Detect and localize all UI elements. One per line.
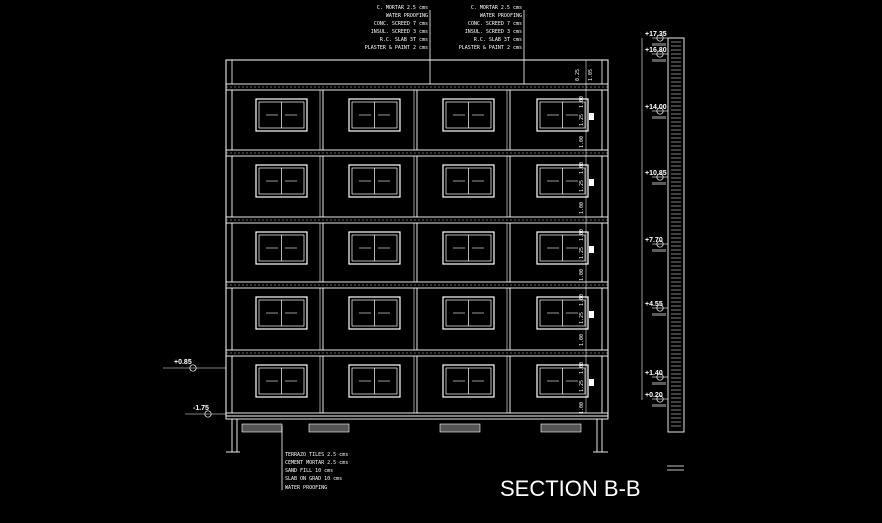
building-structure	[163, 34, 685, 471]
window-frame	[348, 164, 401, 198]
window-frame	[536, 164, 589, 198]
window-frame	[442, 164, 495, 198]
window-frame	[536, 98, 589, 132]
dim-label: 1.00	[579, 202, 585, 214]
window-frame	[348, 231, 401, 265]
level-marker: +4.55	[645, 301, 663, 308]
dim-label: 1.00	[579, 334, 585, 346]
roof-note-right-3: CONC. SCREED 7 cms	[468, 21, 522, 27]
roof-note-left-1: C. MORTAR 2.5 cms	[377, 5, 428, 11]
foundation-pad	[241, 423, 283, 433]
level-hatch	[652, 404, 666, 407]
window-frame	[536, 231, 589, 265]
roof-notes-left: C. MORTAR 2.5 cms WATER PROOFING CONC. S…	[365, 5, 431, 84]
level-markers-left: +0.85 -1.75	[174, 359, 209, 412]
level-hatch	[652, 249, 666, 252]
window-frame	[255, 164, 308, 198]
dim-label: 1.25	[579, 114, 585, 126]
sill-marker	[589, 311, 594, 318]
sill-marker	[589, 246, 594, 253]
roof-note-left-4: INSUL. SCREED 3 cms	[371, 29, 428, 35]
level-marker: -1.75	[193, 405, 209, 412]
dimension-marks: 0.25 1.05 1.00 1.25 1.00 1.00 1.25 1.00 1.00 1.25…	[575, 60, 594, 414]
level-marker: +14.00	[645, 104, 667, 111]
section-title: SECTION B-B	[500, 476, 641, 501]
level-hatch	[652, 43, 666, 46]
roof-note-right-4: INSUL. SCREED 3 cms	[465, 29, 522, 35]
dim-label: 1.00	[579, 229, 585, 241]
roof-notes-right: C. MORTAR 2.5 cms WATER PROOFING CONC. S…	[459, 5, 525, 84]
dim-label: 1.05	[588, 69, 594, 81]
level-marker: +1.40	[645, 370, 663, 377]
roof-note-right-5: R.C. SLAB 3T cms	[474, 37, 522, 43]
window-frame	[255, 98, 308, 132]
windows-group	[255, 98, 594, 398]
foundation-pad	[308, 423, 350, 433]
window-frame	[255, 364, 308, 398]
window-frame	[348, 364, 401, 398]
dim-label: 1.25	[579, 180, 585, 192]
floor-note-1: TERRAZO TILES 2.5 cms	[285, 452, 348, 458]
sill-marker	[589, 113, 594, 120]
level-hatch	[652, 116, 666, 119]
dim-label: 1.00	[579, 96, 585, 108]
roof-note-right-2: WATER PROOFING	[480, 13, 522, 19]
dim-label: 1.00	[579, 136, 585, 148]
sill-marker	[589, 379, 594, 386]
window-frame	[348, 98, 401, 132]
level-marker: +0.20	[645, 392, 663, 399]
dim-label: 1.00	[579, 362, 585, 374]
window-frame	[442, 296, 495, 330]
level-hatch	[652, 313, 666, 316]
roof-note-left-2: WATER PROOFING	[386, 13, 428, 19]
window-frame	[442, 98, 495, 132]
floor-note-3: SAND FILL 10 cms	[285, 468, 333, 474]
level-hatch	[652, 182, 666, 185]
floor-note-2: CEMENT MORTAR 2.5 cms	[285, 460, 348, 466]
stair-strip	[667, 37, 685, 433]
dim-label: 0.25	[575, 69, 581, 81]
window-frame	[442, 231, 495, 265]
dim-label: 1.00	[579, 294, 585, 306]
roof-note-left-6: PLASTER & PAINT 2 cms	[365, 45, 428, 51]
roof-note-left-3: CONC. SCREED 7 cms	[374, 21, 428, 27]
dim-label: 1.25	[579, 312, 585, 324]
window-frame	[536, 296, 589, 330]
roof-note-right-6: PLASTER & PAINT 2 cms	[459, 45, 522, 51]
dim-label: 1.00	[579, 269, 585, 281]
foundation-pad	[540, 423, 582, 433]
roof-note-left-5: R.C. SLAB 3T cms	[380, 37, 428, 43]
dim-label: 1.00	[579, 402, 585, 414]
building-outline	[225, 59, 609, 417]
foundation-pad	[439, 423, 481, 433]
window-frame	[536, 364, 589, 398]
dim-label: 1.25	[579, 247, 585, 259]
floor-note-5: WATER PROOFING	[285, 485, 327, 491]
level-marker: +16.80	[645, 47, 667, 54]
dim-label: 1.00	[579, 162, 585, 174]
level-markers-right: +17.35 +16.80 +14.00 +10.85 +7.70 +4.55 …	[641, 31, 667, 400]
roof-note-right-1: C. MORTAR 2.5 cms	[471, 5, 522, 11]
level-marker: +10.85	[645, 170, 667, 177]
window-frame	[348, 296, 401, 330]
level-hatch	[652, 59, 666, 62]
level-marker: +17.35	[645, 31, 667, 38]
floor-note-4: SLAB ON GRAD 10 cms	[285, 476, 342, 482]
sill-marker	[589, 179, 594, 186]
level-marker: +7.70	[645, 237, 663, 244]
window-frame	[442, 364, 495, 398]
level-hatch	[652, 382, 666, 385]
window-frame	[255, 296, 308, 330]
floor-notes: TERRAZO TILES 2.5 cms CEMENT MORTAR 2.5 …	[281, 426, 348, 491]
dim-label: 1.25	[579, 380, 585, 392]
window-frame	[255, 231, 308, 265]
level-marker: +0.85	[174, 359, 192, 366]
